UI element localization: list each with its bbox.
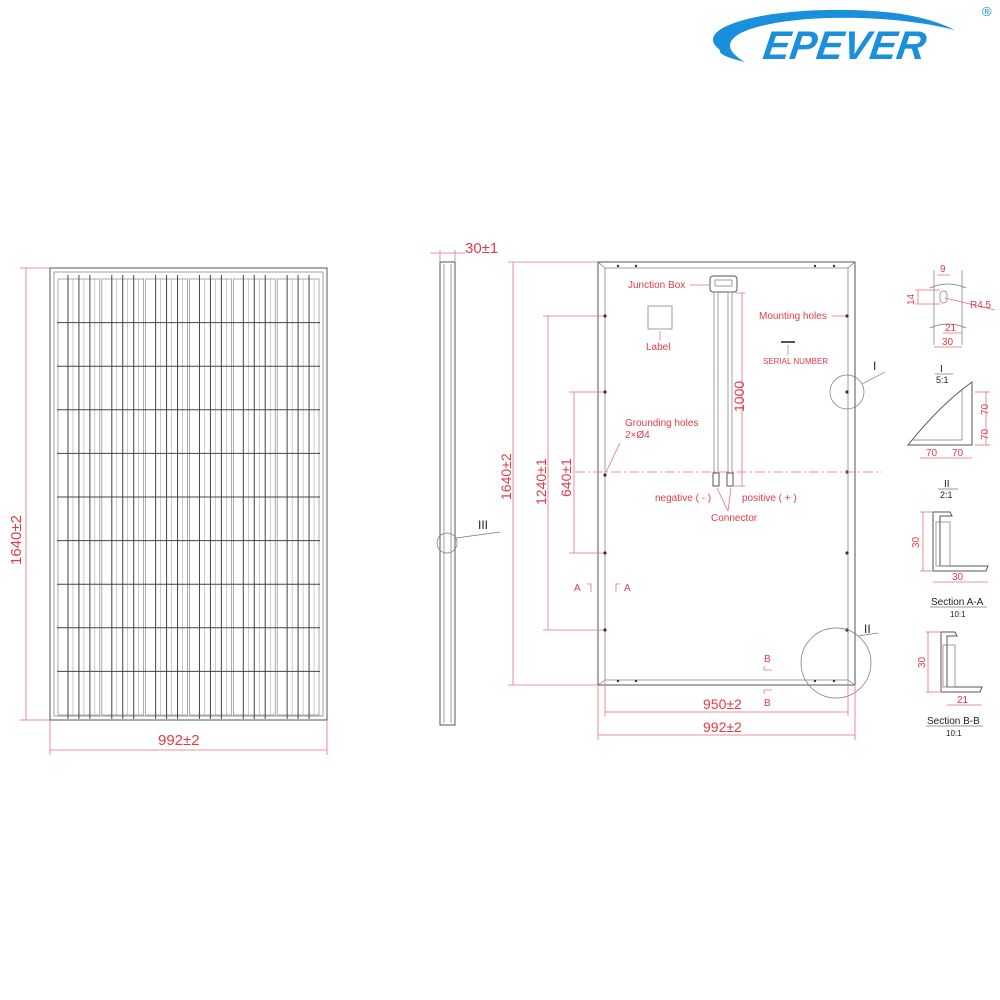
registered-mark: ®	[982, 4, 992, 19]
detail-ii-title: II	[944, 479, 950, 490]
label-text: Label	[646, 342, 670, 353]
section-b-b: 30 21 Section B-B 10:1	[917, 631, 983, 738]
mount-spacing-dim: 1240±1	[533, 458, 549, 505]
label-box	[647, 305, 673, 330]
mounting-hole-dots	[603, 264, 849, 683]
section-a-a-scale: 10:1	[950, 610, 966, 619]
section-a-a: II 2:1 30 30 Section A-A 10:1	[911, 479, 989, 619]
detail-i-callout: I	[873, 359, 876, 373]
section-b-b-title: Section B-B	[927, 716, 980, 727]
thickness-dim: 30±1	[465, 240, 498, 257]
detail-i-dim-70-d: 70	[952, 448, 964, 459]
section-a-mark-left: A	[574, 583, 581, 594]
hole-dim-14: 14	[906, 293, 917, 305]
detail-ii-scale: 2:1	[940, 490, 953, 500]
positive-connector	[726, 472, 734, 487]
detail-iii-circle	[436, 532, 458, 554]
section-a-a-height: 30	[911, 536, 922, 548]
detail-i-circle	[829, 374, 865, 410]
hole-dim-21: 21	[945, 323, 957, 334]
section-a-a-width: 30	[952, 572, 964, 583]
detail-i-scale: 5:1	[936, 375, 949, 385]
section-b-b-height: 30	[917, 656, 928, 668]
front-width-dim: 992±2	[158, 732, 200, 749]
serial-number-label: SERIAL NUMBER	[763, 357, 828, 366]
section-b-b-scale: 10:1	[946, 729, 962, 738]
detail-iii-callout: III	[478, 518, 488, 532]
detail-ii-callout: II	[864, 622, 871, 636]
back-view: Junction Box Label Mounting holes SERIAL…	[498, 261, 886, 740]
section-b-b-width: 21	[957, 695, 969, 706]
cable-length-dim: 1000	[731, 381, 747, 412]
inner-width-dim: 950±2	[703, 696, 742, 712]
section-b-mark-bottom: B	[764, 698, 771, 709]
mounting-holes-label: Mounting holes	[759, 311, 827, 322]
outer-width-dim: 992±2	[703, 719, 742, 735]
detail-hole: 9 14 R4.5 21 30	[906, 264, 996, 348]
hole-dim-9: 9	[940, 264, 946, 275]
logo-text: EPEVER	[760, 23, 929, 68]
detail-i-dim-70-a: 70	[980, 403, 991, 415]
detail-ii-circle	[800, 627, 872, 699]
hole-radius: R4.5	[970, 300, 992, 311]
side-view: 30±1 III	[430, 240, 501, 726]
detail-i-title: I	[940, 364, 943, 375]
detail-i: I 5:1 70 70 70 70	[906, 364, 991, 459]
negative-connector	[712, 472, 720, 487]
inner-spacing-dim: 640±1	[558, 458, 574, 497]
solar-cell-grid	[57, 275, 320, 719]
section-b-mark-top: B	[764, 654, 771, 665]
positive-label: positive ( + )	[742, 493, 797, 504]
grounding-holes-spec: 2×Ø4	[625, 430, 650, 441]
hole-dim-30: 30	[942, 337, 954, 348]
back-height-dim: 1640±2	[498, 453, 514, 500]
negative-label: negative ( - )	[655, 493, 711, 504]
front-height-dim: 1640±2	[8, 515, 25, 565]
junction-box	[709, 275, 738, 293]
grounding-holes-label: Grounding holes	[625, 418, 698, 429]
junction-box-label: Junction Box	[628, 280, 685, 291]
section-a-mark-right: A	[624, 583, 631, 594]
epever-logo: EPEVER ®	[712, 4, 992, 68]
serial-number-plate	[781, 341, 795, 343]
front-view: 1640±2 992±2	[8, 267, 328, 755]
detail-i-dim-70-b: 70	[980, 428, 991, 440]
detail-i-dim-70-c: 70	[926, 448, 938, 459]
section-a-a-title: Section A-A	[931, 597, 984, 608]
connector-label: Connector	[711, 513, 758, 524]
